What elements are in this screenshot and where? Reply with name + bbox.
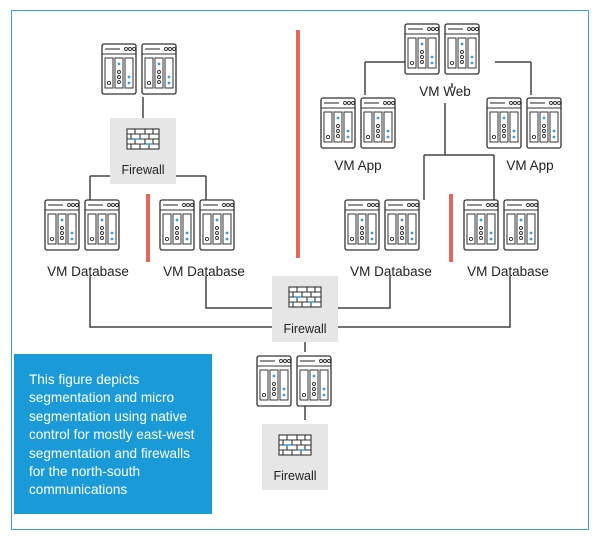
server-pair-app-2 (487, 98, 561, 148)
server-pair-db-1 (45, 200, 119, 250)
vm-database-label-2: VM Database (163, 264, 245, 279)
server-pair-db-2 (160, 200, 234, 250)
server-pair-db-4 (464, 200, 538, 250)
caption-box: This figure depicts segmentation and mic… (14, 354, 212, 514)
vm-database-label-4: VM Database (467, 264, 549, 279)
figure-frame (11, 10, 589, 530)
firewall-label-left: Firewall (121, 163, 165, 177)
server-pair-web (405, 24, 479, 74)
server-pair-app-1 (321, 98, 395, 148)
server-pair-db-3 (345, 200, 419, 250)
connection-lines (89, 61, 532, 420)
vm-app-label-1: VM App (334, 158, 382, 173)
segmentation-bars (146, 30, 453, 262)
vm-database-label-1: VM Database (47, 264, 129, 279)
server-pair-top-left (102, 44, 176, 94)
vm-web-label: VM Web (419, 84, 471, 99)
vm-app-label-2: VM App (506, 158, 554, 173)
vm-database-label-3: VM Database (350, 264, 432, 279)
firewall-label-bottom: Firewall (273, 469, 317, 483)
server-pair-bottom (257, 356, 331, 406)
caption-text: This figure depicts segmentation and mic… (29, 372, 195, 498)
firewall-label-center: Firewall (283, 322, 327, 336)
